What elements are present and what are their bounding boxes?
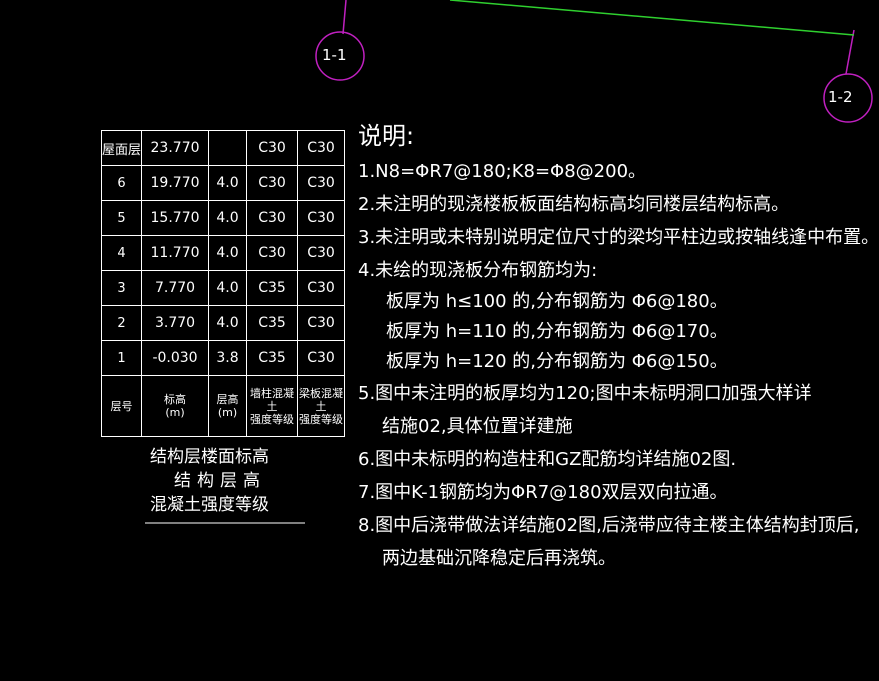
table-cell: 4.0 — [208, 270, 248, 306]
table-header-row: 层号标高(m)层高(m)墙柱混凝土强度等级梁板混凝土强度等级 — [100, 375, 346, 437]
note-line: 1.N8=ΦR7@180;K8=Φ8@200。 — [358, 161, 647, 182]
table-cell: C30 — [297, 340, 346, 376]
table-header-cell: 标高(m) — [141, 375, 210, 437]
table-cell: -0.030 — [141, 340, 210, 376]
table-cell: C35 — [246, 340, 299, 376]
note-line: 8.图中后浇带做法详结施02图,后浇带应待主楼主体结构封顶后, — [358, 515, 860, 536]
axis-label-right: 1-2 — [828, 88, 853, 106]
table-cell: C35 — [246, 305, 299, 341]
table-header-cell: 墙柱混凝土强度等级 — [246, 375, 299, 437]
note-line: 板厚为 h≤100 的,分布钢筋为 Φ6@180。 — [386, 291, 728, 312]
axis-bubble-right[interactable] — [823, 73, 873, 123]
note-line: 6.图中未标明的构造柱和GZ配筋均详结施02图. — [358, 449, 737, 470]
table-cell: 4.0 — [208, 305, 248, 341]
note-line: 板厚为 h=120 的,分布钢筋为 Φ6@150。 — [386, 351, 728, 372]
table-cell: C30 — [297, 130, 346, 166]
table-cell: C30 — [297, 165, 346, 201]
notes-lines: 1.N8=ΦR7@180;K8=Φ8@200。 2.未注明的现浇楼板板面结构标高均… — [358, 155, 879, 575]
table-cell: 11.770 — [141, 235, 210, 271]
table-cell: C30 — [297, 305, 346, 341]
table-header-cell: 层高(m) — [208, 375, 248, 437]
table-cell: 4.0 — [208, 235, 248, 271]
table-cell: 3.8 — [208, 340, 248, 376]
table-cell: 6 — [100, 165, 143, 201]
notes-block: 说明: 1.N8=ΦR7@180;K8=Φ8@200。 2.未注明的现浇楼板板面结… — [358, 116, 879, 575]
table-cell: C30 — [297, 235, 346, 271]
note-line: 3.未注明或未特别说明定位尺寸的梁均平柱边或按轴线逢中布置。 — [358, 227, 879, 248]
table-cell: C30 — [246, 130, 299, 166]
axis-leader-line-right — [845, 29, 855, 75]
table-header-cell: 梁板混凝土强度等级 — [297, 375, 346, 437]
note-line: 两边基础沉降稳定后再浇筑。 — [382, 548, 616, 569]
table-cell: 2 — [100, 305, 143, 341]
note-line: 结施02,具体位置详建施 — [382, 416, 573, 437]
table-cell: 4 — [100, 235, 143, 271]
note-line: 5.图中未注明的板厚均为120;图中未标明洞口加强大样详 — [358, 383, 812, 404]
table-cell: 1 — [100, 340, 143, 376]
table-cell: 4.0 — [208, 165, 248, 201]
table-cell: 23.770 — [141, 130, 210, 166]
note-line: 7.图中K-1钢筋均为ΦR7@180双层双向拉通。 — [358, 482, 728, 503]
table-cell: 15.770 — [141, 200, 210, 236]
table-cell: 4.0 — [208, 200, 248, 236]
note-line: 2.未注明的现浇楼板板面结构标高均同楼层结构标高。 — [358, 194, 790, 215]
axis-label-left: 1-1 — [322, 46, 347, 64]
table-cell: 屋面层 — [100, 130, 143, 166]
table-cell: 19.770 — [141, 165, 210, 201]
table-header-cell: 层号 — [100, 375, 143, 437]
caption-line-3: 混凝土强度等级 — [150, 495, 269, 515]
green-reference-line[interactable] — [449, 0, 855, 36]
drawing-lines — [145, 0, 873, 524]
table-cell: C30 — [297, 270, 346, 306]
table-cell — [208, 130, 248, 166]
table-cell: C30 — [246, 200, 299, 236]
notes-title: 说明: — [358, 122, 415, 150]
axis-leader-line-left — [342, 0, 347, 35]
table-cell: 5 — [100, 200, 143, 236]
caption-line-1: 结构层楼面标高 — [150, 447, 269, 467]
table-cell: 3 — [100, 270, 143, 306]
note-line: 4.未绘的现浇板分布钢筋均为: — [358, 260, 598, 281]
table-caption: 结构层楼面标高 结构层高 混凝土强度等级 — [150, 445, 269, 517]
table-cell: C35 — [246, 270, 299, 306]
table-cell: C30 — [246, 165, 299, 201]
caption-line-2: 结构层高 — [174, 471, 266, 491]
note-line: 板厚为 h=110 的,分布钢筋为 Φ6@170。 — [386, 321, 728, 342]
table-cell: C30 — [246, 235, 299, 271]
axis-bubble-left[interactable] — [315, 31, 365, 81]
table-cell: 7.770 — [141, 270, 210, 306]
table-cell: C30 — [297, 200, 346, 236]
table-cell: 3.770 — [141, 305, 210, 341]
